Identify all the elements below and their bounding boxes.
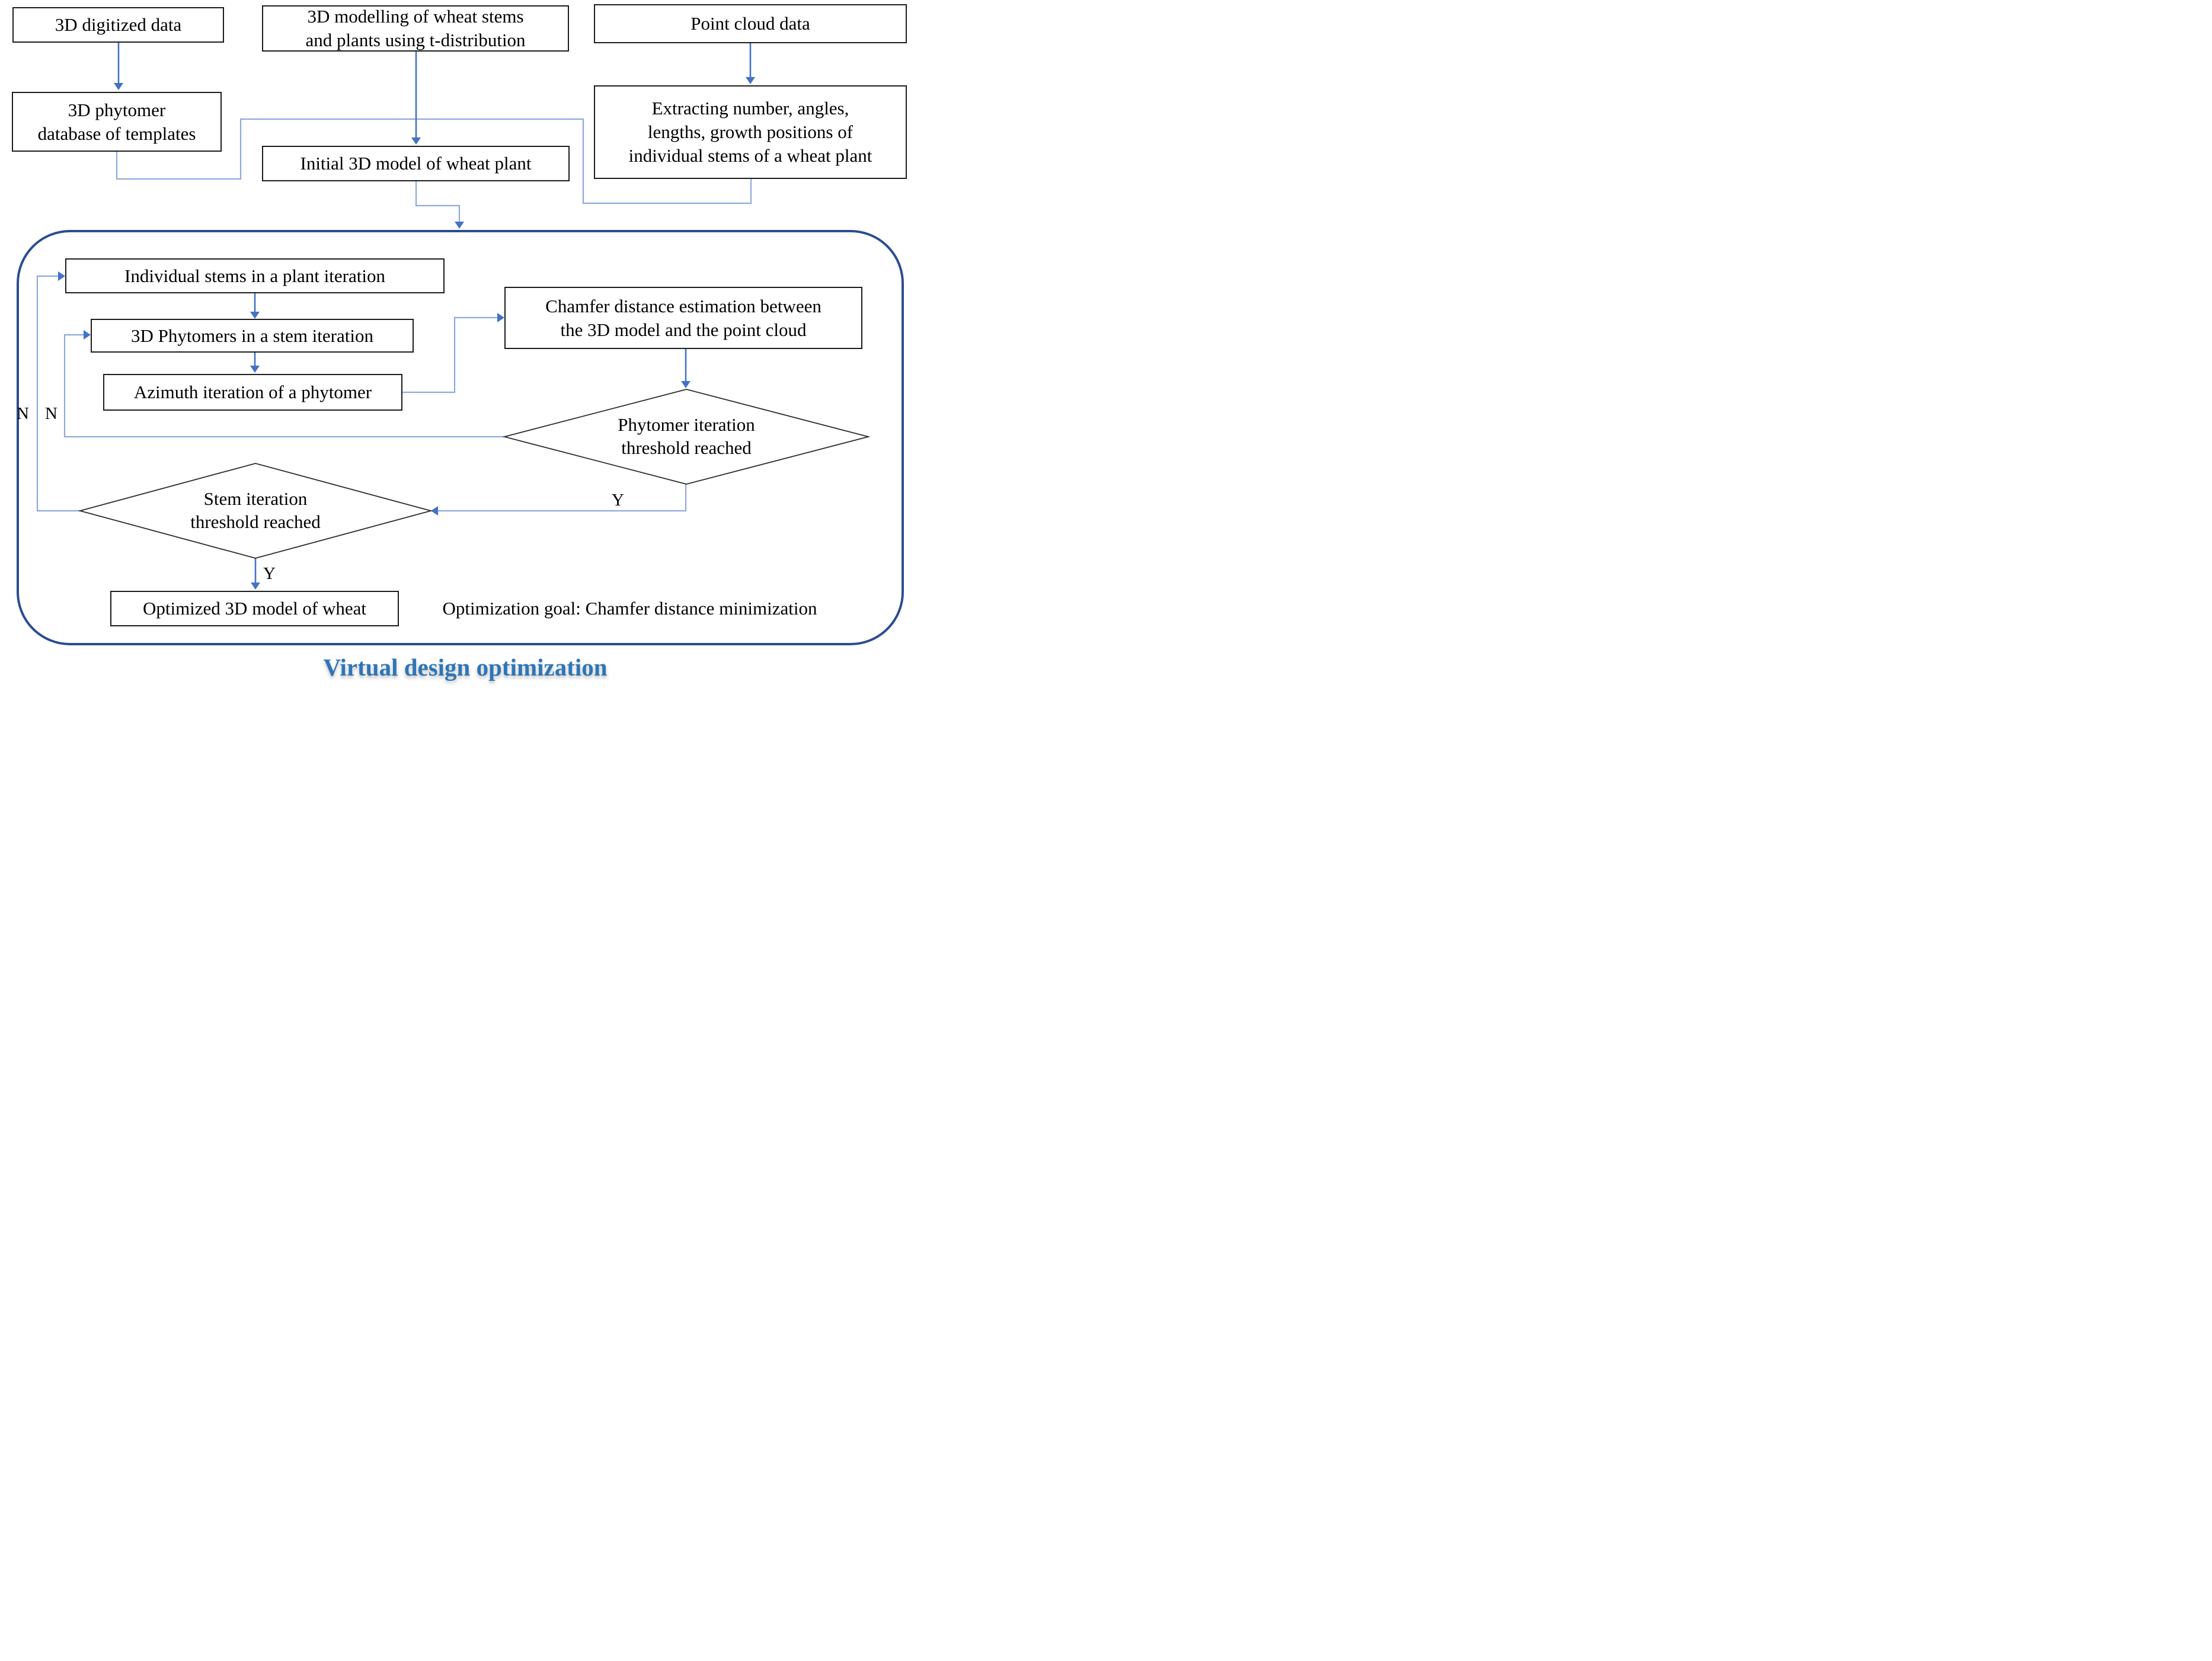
node-label: Initial 3D model of wheat plant [300, 153, 532, 174]
node-label: 3D phytomer database of templates [37, 99, 196, 144]
node-azimuth-iteration: Azimuth iteration of a phytomer [103, 374, 402, 411]
arrowhead-pointcloud-to-extracting [746, 77, 755, 84]
diagram-caption: Virtual design optimization [323, 654, 608, 681]
connector-phytomer-threshold-y [438, 484, 687, 512]
node-label: Individual stems in a plant iteration [124, 265, 385, 286]
node-3d-modelling-t-distribution: 3D modelling of wheat stems and plants u… [262, 5, 569, 52]
node-3d-digitized-data: 3D digitized data [12, 7, 224, 43]
arrowhead-chamfer-to-phytomer-threshold [681, 381, 691, 388]
arrowhead-modelling-to-initial [411, 137, 421, 145]
connector-azimuth-to-chamfer [402, 316, 497, 393]
node-label: 3D digitized data [55, 14, 182, 36]
virtual-design-optimization-container [17, 230, 904, 645]
branch-label-n-phytomer-loop: N [45, 404, 57, 423]
node-point-cloud-data: Point cloud data [594, 4, 907, 43]
arrowhead-phytomers-to-azimuth [250, 366, 260, 373]
node-label: Extracting number, angles, lengths, grow… [628, 98, 872, 166]
arrowhead-stems-to-phytomers [250, 312, 260, 319]
connector-phytomer-threshold-n-loop [63, 334, 504, 438]
branch-label-y-phytomer: Y [612, 491, 624, 510]
arrowhead-into-optimized [251, 583, 260, 590]
node-3d-phytomers-iteration: 3D Phytomers in a stem iteration [91, 319, 414, 353]
node-label: Azimuth iteration of a phytomer [133, 382, 372, 403]
node-label: 3D Phytomers in a stem iteration [131, 325, 373, 346]
node-chamfer-distance-estimation: Chamfer distance estimation between the … [504, 287, 862, 349]
node-optimized-3d-model: Optimized 3D model of wheat [110, 591, 399, 626]
node-initial-3d-model: Initial 3D model of wheat plant [262, 146, 570, 181]
connector-initial-to-container [415, 181, 461, 222]
branch-label-n-stem-loop: N [17, 404, 29, 423]
label-stem-threshold: Stem iteration threshold reached [190, 488, 321, 532]
arrowhead-into-stem-threshold [431, 506, 438, 516]
node-label: 3D modelling of wheat stems and plants u… [305, 6, 526, 50]
arrowhead-into-chamfer [497, 313, 504, 322]
label-phytomer-threshold: Phytomer iteration threshold reached [618, 414, 755, 458]
connector-merge-db-extracting-to-initial [116, 118, 752, 204]
diamond-phytomer-threshold [502, 389, 871, 485]
node-phytomer-database: 3D phytomer database of templates [12, 92, 222, 152]
node-extracting-parameters: Extracting number, angles, lengths, grow… [594, 85, 907, 179]
node-individual-stems-iteration: Individual stems in a plant iteration [65, 258, 445, 293]
diamond-stem-threshold [78, 463, 433, 559]
node-label: Optimized 3D model of wheat [142, 598, 367, 619]
arrowhead-digitized-to-db [114, 83, 123, 90]
node-label: Point cloud data [691, 13, 810, 34]
flowchart-canvas: 3D digitized data 3D modelling of wheat … [0, 0, 916, 688]
branch-label-y-stem: Y [263, 564, 276, 583]
arrowhead-into-phytomers-iteration [84, 330, 91, 340]
node-label: Chamfer distance estimation between the … [545, 295, 821, 340]
connector-layer [36, 43, 871, 590]
optimization-goal-text: Optimization goal: Chamfer distance mini… [442, 598, 817, 619]
arrowhead-into-container [455, 222, 464, 229]
